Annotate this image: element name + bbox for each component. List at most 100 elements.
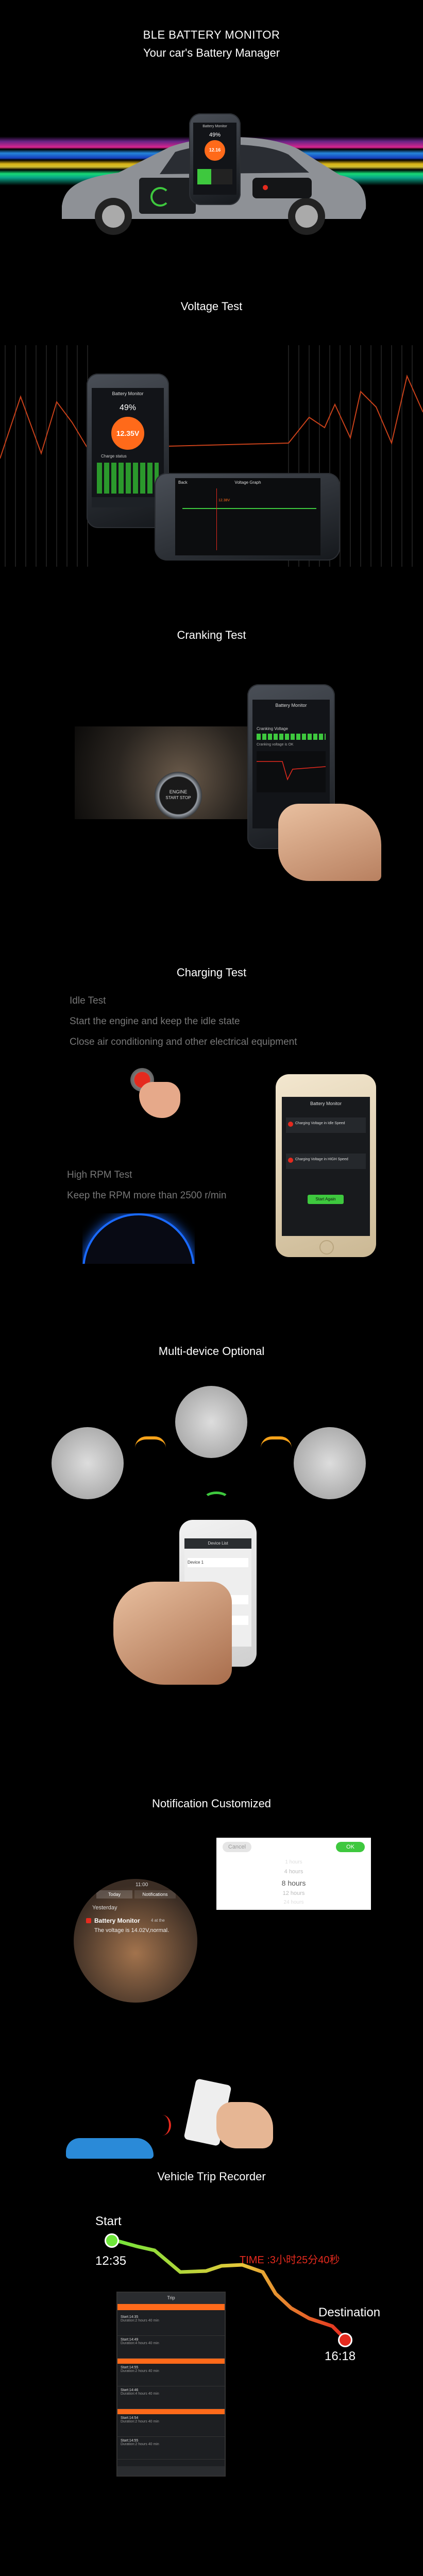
trip-header-bar [117,2304,225,2310]
cancel-button[interactable]: Cancel [223,1842,251,1852]
cranking-voltage-label: Cranking Voltage [257,726,288,731]
lockscreen-bubble: 11:00 Today Notifications Yesterday Batt… [74,1879,197,2003]
graph-marker [216,488,217,550]
voltage-percent: 49% [119,403,137,412]
trip-status-bar: Trip [117,2293,225,2304]
charging-iphone-screen: Battery Monitor Charging Voltage in Idle… [282,1097,370,1236]
charging-section: Charging Test Idle Test Start the engine… [0,917,423,1319]
multi-section: Multi-device Optional Device List Device… [0,1319,423,1783]
voltage-tabbar [92,497,164,507]
voltage-gauge [111,417,144,450]
graph-line [182,508,316,509]
device-list-item-1[interactable]: Device 1 [188,1558,248,1567]
charge-status-label: Charge status [101,454,127,459]
trip-heading: Vehicle Trip Recorder [157,2170,266,2183]
list-divider [117,2409,225,2414]
signal-icon [154,2115,171,2136]
hand-illustration [216,2102,273,2148]
tab-today[interactable]: Today [96,1890,132,1899]
voltage-graph-screen: Back Voltage Graph 12.38V [175,478,320,555]
voltage-phone-title: Battery Monitor [112,391,144,396]
cranking-heading: Cranking Test [177,629,246,641]
speedometer-icon [82,1213,195,1264]
hand-illustration [278,804,381,881]
start-again-button[interactable]: Start Again [308,1195,344,1204]
hero-phone: Battery Monitor 49% 12.16 [189,113,241,205]
graph-title: Voltage Graph [234,480,261,485]
start-label: Start [95,2214,122,2228]
graph-back-button[interactable]: Back [178,480,188,485]
home-button [319,1240,334,1255]
device-circle-left [52,1427,124,1499]
destination-time: 16:18 [325,2349,356,2363]
list-item[interactable]: Start:14:54 Duration:2 hours 40 min [117,2414,225,2437]
list-item[interactable]: Start:14:55 Duration:2 hours 40 min [117,2437,225,2460]
trip-list: Start:14:35 Duration:2 hours 40 min Star… [117,2313,225,2460]
hero-subtitle: Your car's Battery Manager [143,46,280,59]
idle-speed-label: Charging Voltage in Idle Speed [295,1122,345,1125]
tab-notifications[interactable]: Notifications [134,1890,176,1899]
hero-app-title: Battery Monitor [202,125,227,128]
voltage-heading: Voltage Test [180,300,243,313]
cranking-bars [257,734,326,740]
trip-tabbar [117,2466,225,2476]
picker-option[interactable]: 24 hours [283,1900,304,1905]
trip-duration: TIME :3小时25分40秒 [240,2255,340,2266]
graph-value: 12.38V [218,499,230,502]
hero-percent: 49% [209,132,221,138]
finger-icon [139,1082,180,1118]
notif-message: The voltage is 14.02V,normal. [94,1927,170,1934]
monitor-box [139,178,196,214]
picker-option-selected[interactable]: 8 hours [281,1879,306,1887]
ok-button[interactable]: OK [336,1842,365,1852]
lock-time: 11:00 [136,1882,148,1888]
trip-title: Trip [167,2295,175,2300]
idle-title: Idle Test [70,995,106,1006]
list-item[interactable]: Start:14:55 Duration:2 hours 40 min [117,2364,225,2386]
device-circle-right [294,1427,366,1499]
rpm-title: High RPM Test [67,1170,132,1180]
engine-label: ENGINE [169,789,188,794]
device-list-title: Device List [184,1538,251,1549]
picker-option[interactable]: 12 hours [282,1890,305,1896]
charging-iphone: Battery Monitor Charging Voltage in Idle… [276,1074,376,1257]
car-icon [66,2138,154,2159]
notify-section: Notification Customized Cancel OK 1 hour… [0,1783,423,2159]
list-item[interactable]: Start:14:49 Duration:4 hours 40 min [117,2336,225,2359]
voltage-phone-screen: Battery Monitor 49% 12.35V Charge status [92,388,164,507]
check-icon [288,1158,293,1163]
picker-option[interactable]: 1 hours [285,1859,302,1865]
idle-speed-row: Charging Voltage in Idle Speed [286,1117,366,1133]
hero-title: BLE BATTERY MONITOR [143,28,280,41]
high-speed-label: Charging Voltage in HIGH Speed [295,1158,348,1161]
picker-option[interactable]: 4 hours [284,1869,303,1875]
notify-heading: Notification Customized [151,1797,272,1810]
destination-marker-icon [338,2333,352,2347]
start-stop-label: START STOP [165,795,191,800]
start-marker-icon [105,2233,119,2248]
time-picker: Cancel OK 1 hours 4 hours 8 hours 12 hou… [216,1838,371,1910]
high-speed-row: Charging Voltage in HIGH Speed [286,1154,366,1169]
charge-bars [97,463,159,494]
cranking-section: Cranking Test ENGINE START STOP Battery … [0,556,423,917]
notif-app-name: Battery Monitor [94,1917,140,1924]
list-item[interactable]: Start:14:46 Duration:4 hours 40 min [117,2386,225,2409]
trip-route [109,2237,347,2341]
destination-label: Destination [318,2306,381,2319]
charging-phone-title: Battery Monitor [310,1101,342,1106]
monitor-clip [252,178,312,198]
charging-heading: Charging Test [176,966,247,979]
voltage-value: 12.35V [116,429,140,437]
arrow-left-icon [135,1436,166,1448]
app-icon [86,1918,91,1923]
logo-icon [150,187,170,207]
voltage-section: Voltage Test Battery Monitor 49% 12.35V … [0,268,423,567]
trip-phone: Trip Start:14:35 Duration:2 hours 40 min… [116,2292,226,2477]
cranking-curve [257,751,326,792]
arrow-right-icon [261,1436,292,1448]
voltage-phone: Battery Monitor 49% 12.35V Charge status [87,374,169,528]
idle-line2: Close air conditioning and other electri… [70,1037,297,1047]
trip-section: Vehicle Trip Recorder Start 12:35 TIME :… [0,2159,423,2576]
list-item[interactable]: Start:14:35 Duration:2 hours 40 min [117,2313,225,2336]
voltage-graph-phone: Back Voltage Graph 12.38V [155,473,340,561]
